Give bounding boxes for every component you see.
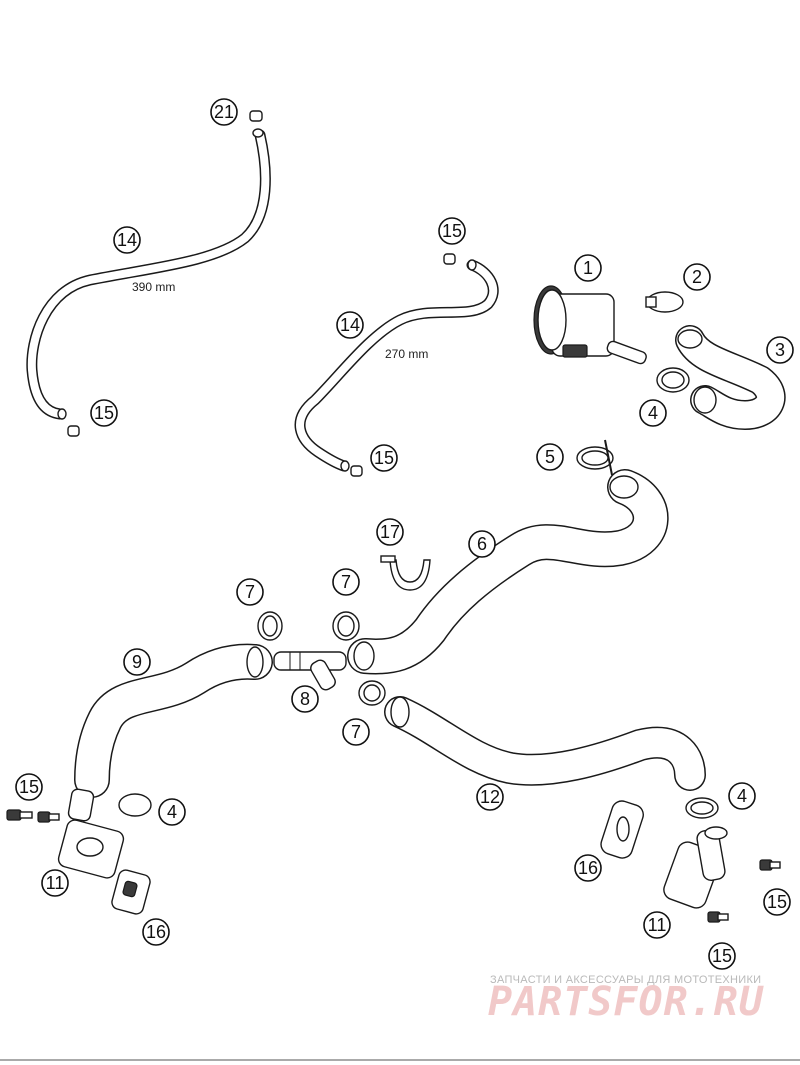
callout-16-left: 16	[142, 918, 170, 946]
svg-text:5: 5	[545, 447, 555, 467]
callout-17: 17	[376, 518, 404, 546]
svg-text:12: 12	[480, 787, 500, 807]
callout-2: 2	[683, 263, 711, 291]
svg-text:15: 15	[374, 448, 394, 468]
svg-text:7: 7	[341, 572, 351, 592]
clamp-7-bottom	[358, 680, 386, 706]
svg-text:15: 15	[712, 946, 732, 966]
svg-text:11: 11	[46, 873, 65, 893]
callout-15-right-a: 15	[763, 888, 791, 916]
svg-text:8: 8	[300, 689, 310, 709]
clamp-4-right	[685, 797, 719, 819]
clamp-7-middle	[332, 611, 360, 641]
callout-13-top: 14	[113, 226, 141, 254]
dimension-label-390: 390 mm	[132, 280, 175, 294]
svg-text:2: 2	[692, 267, 702, 287]
callout-11-right: 11	[643, 911, 671, 939]
callout-1: 1	[574, 254, 602, 282]
svg-text:15: 15	[442, 221, 462, 241]
svg-text:16: 16	[578, 858, 598, 878]
bolt-15-left-b	[37, 811, 60, 823]
callout-7-bottom: 7	[342, 718, 370, 746]
callout-7-middle: 7	[332, 568, 360, 596]
svg-text:6: 6	[477, 534, 487, 554]
callout-15-right-b: 15	[708, 942, 736, 970]
callout-9: 9	[123, 648, 151, 676]
bolt-15-left-a	[6, 809, 33, 821]
clamp-5	[576, 439, 614, 476]
connector-8	[273, 651, 347, 691]
watermark-tagline: ЗАПЧАСТИ И АКСЕССУАРЫ ДЛЯ МОТОТЕХНИКИ	[490, 974, 761, 986]
clamp-4-left	[118, 793, 152, 817]
svg-text:7: 7	[245, 582, 255, 602]
hose-9	[74, 643, 273, 798]
svg-text:16: 16	[146, 922, 166, 942]
callout-14-left: 15	[90, 399, 118, 427]
callout-14-bottom: 15	[370, 444, 398, 472]
callout-14-top: 15	[438, 217, 466, 245]
callout-3: 3	[766, 336, 794, 364]
svg-text:1: 1	[583, 258, 593, 278]
hose-13-long	[26, 128, 271, 420]
clamp-4-top	[656, 367, 690, 393]
svg-text:4: 4	[737, 786, 747, 806]
cover-16-left	[111, 869, 151, 915]
housing-11-left	[57, 788, 125, 879]
housing-11-right	[663, 826, 728, 909]
callout-6: 6	[468, 530, 496, 558]
hose-13-short	[294, 259, 499, 472]
svg-text:14: 14	[340, 315, 360, 335]
svg-text:15: 15	[767, 892, 787, 912]
callout-12: 12	[476, 783, 504, 811]
svg-text:11: 11	[648, 915, 667, 935]
hose-3	[675, 325, 786, 430]
dimension-label-270: 270 mm	[385, 347, 428, 361]
callout-21: 21	[210, 98, 238, 126]
clamp-2	[645, 291, 684, 313]
cover-16-right	[600, 800, 644, 859]
hose-6	[347, 469, 669, 675]
svg-text:15: 15	[19, 777, 39, 797]
bolt-15-right-a	[759, 859, 781, 871]
callout-15-left: 15	[15, 773, 43, 801]
callout-7-left: 7	[236, 578, 264, 606]
callout-8: 8	[291, 685, 319, 713]
clamp-14-top	[443, 253, 456, 265]
callout-13-middle: 14	[336, 311, 364, 339]
callout-4-right: 4	[728, 782, 756, 810]
clamp-14-left	[67, 425, 80, 437]
callout-16-right: 16	[574, 854, 602, 882]
callout-4-top: 4	[639, 399, 667, 427]
filter-part-1	[533, 285, 647, 365]
bolt-15-right-b	[707, 911, 729, 923]
callout-5: 5	[536, 443, 564, 471]
watermark-brand: PARTSFOR.RU	[488, 979, 764, 1025]
clamp-21-small	[249, 110, 263, 122]
svg-text:7: 7	[351, 722, 361, 742]
svg-text:21: 21	[214, 102, 234, 122]
svg-text:9: 9	[132, 652, 142, 672]
svg-text:3: 3	[775, 340, 785, 360]
svg-text:17: 17	[380, 522, 400, 542]
svg-text:14: 14	[117, 230, 137, 250]
clamp-17	[380, 555, 431, 591]
hose-12	[384, 696, 706, 791]
clamp-7-left	[257, 611, 283, 641]
callout-4-left: 4	[158, 798, 186, 826]
svg-text:15: 15	[94, 403, 114, 423]
clamp-14-bottom	[350, 465, 363, 477]
callout-11-left: 11	[41, 869, 69, 897]
svg-text:4: 4	[167, 802, 177, 822]
svg-text:4: 4	[648, 403, 658, 423]
